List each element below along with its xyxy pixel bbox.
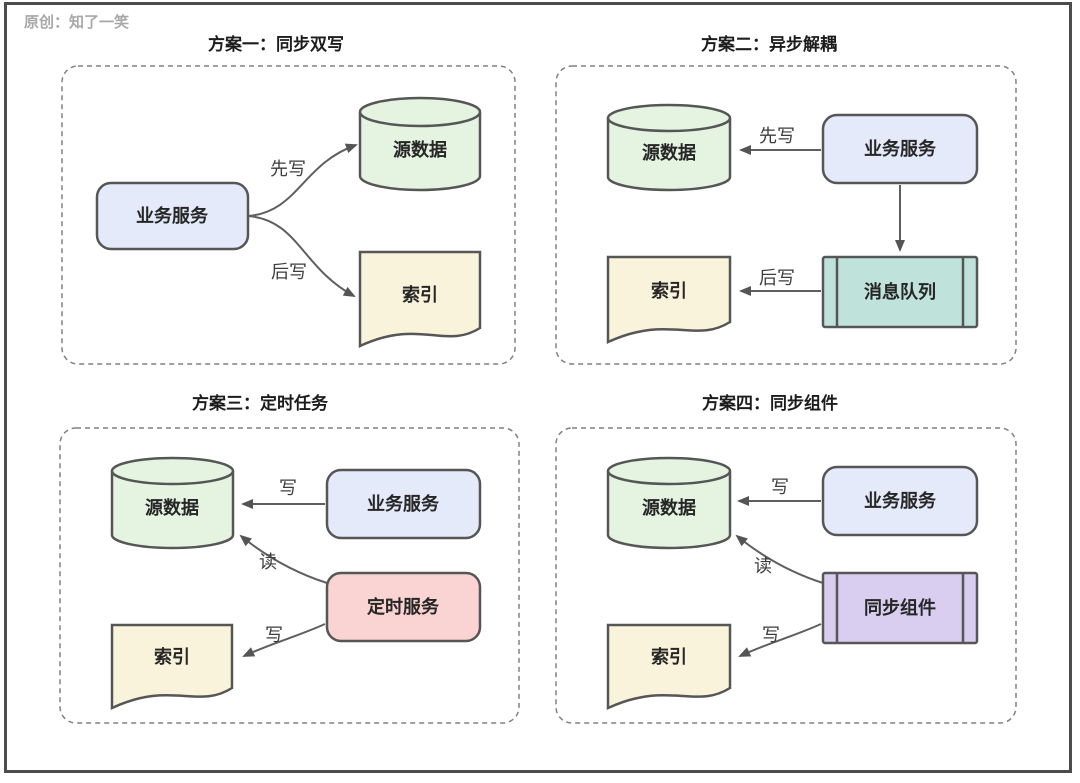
- edge-label-second-write: 后写: [759, 268, 795, 288]
- service-label: 业务服务: [864, 490, 937, 511]
- cylinder-body: [606, 471, 732, 550]
- service-label: 业务服务: [136, 205, 209, 226]
- panel-plan1: 方案一：同步双写 先写 后写 业务服务 源数据 索引: [61, 34, 516, 365]
- panel4-title: 方案四：同步组件: [702, 393, 838, 413]
- cylinder-top: [606, 456, 732, 486]
- cylinder-top: [606, 103, 732, 133]
- sync-label: 同步组件: [864, 597, 936, 618]
- cylinder-body: [606, 118, 732, 192]
- panel3-dashed-border: [59, 427, 520, 724]
- edge-label-first-write: 先写: [759, 126, 795, 146]
- panel-plan2: 方案二：异步解耦 先写 后写 源数据 业务服务 消息队列 索引: [555, 34, 1017, 365]
- panel2-dashed-border: [555, 65, 1017, 365]
- service-node: 业务服务: [325, 468, 482, 540]
- service-label: 业务服务: [864, 138, 937, 159]
- watermark-text: 原创：知了一笑: [24, 13, 129, 31]
- service-label: 业务服务: [367, 493, 440, 514]
- queue-box: [821, 255, 979, 329]
- document-shape: [606, 623, 732, 710]
- index-label: 索引: [402, 284, 438, 305]
- cylinder-top: [110, 456, 235, 486]
- panel3-title: 方案三：定时任务: [192, 393, 329, 413]
- panel-plan3: 方案三：定时任务 写 读 写 源数据 业务服务 定时服务 索引: [59, 393, 520, 724]
- panel1-dashed-border: [61, 65, 516, 365]
- edge-label-read: 读: [259, 552, 277, 572]
- document-shape: [606, 255, 732, 344]
- index-label: 索引: [651, 646, 687, 667]
- cylinder-body: [110, 471, 235, 550]
- service-box: [821, 465, 979, 537]
- service-box: [821, 113, 979, 185]
- sync-box: [821, 571, 979, 645]
- sync-component-node: 同步组件: [821, 571, 979, 645]
- edge-label-write: 写: [279, 478, 297, 498]
- arrow-sync-read-source: [735, 534, 824, 584]
- panel4-dashed-border: [555, 427, 1017, 724]
- edge-label-write-index: 写: [265, 625, 283, 645]
- source-label: 源数据: [642, 497, 696, 518]
- timer-service-node: 定时服务: [325, 571, 482, 643]
- index-document-node: 索引: [358, 250, 482, 348]
- timer-label: 定时服务: [367, 596, 440, 617]
- index-document-node: 索引: [606, 255, 732, 344]
- source-database-node: 源数据: [606, 103, 732, 192]
- source-label: 源数据: [642, 142, 696, 163]
- document-shape: [110, 623, 234, 710]
- edge-label-first-write: 先写: [270, 159, 306, 179]
- edge-label-second-write: 后写: [271, 262, 307, 282]
- service-node: 业务服务: [821, 113, 979, 185]
- cylinder-body: [358, 112, 482, 192]
- arrow-timer-read-source: [239, 534, 328, 584]
- arrow-service-to-index: [247, 215, 356, 297]
- service-box: [325, 468, 482, 540]
- source-database-node: 源数据: [606, 456, 732, 550]
- index-document-node: 索引: [110, 623, 234, 710]
- service-node: 业务服务: [95, 181, 250, 251]
- message-queue-node: 消息队列: [821, 255, 979, 329]
- source-database-node: 源数据: [358, 96, 482, 192]
- source-label: 源数据: [393, 139, 447, 160]
- panel1-title: 方案一：同步双写: [208, 34, 344, 54]
- edge-label-write-index: 写: [762, 625, 780, 645]
- edge-label-read: 读: [754, 556, 772, 576]
- index-label: 索引: [154, 646, 190, 667]
- arrow-timer-write-index: [242, 623, 326, 657]
- panel-plan4: 方案四：同步组件 写 读 写 源数据 业务服务 同步组件 索引: [555, 393, 1017, 724]
- arrow-service-to-source: [247, 143, 358, 217]
- service-box: [95, 181, 250, 251]
- edge-label-write: 写: [771, 477, 789, 497]
- index-document-node: 索引: [606, 623, 732, 710]
- panel2-title: 方案二：异步解耦: [701, 34, 837, 54]
- service-node: 业务服务: [821, 465, 979, 537]
- source-database-node: 源数据: [110, 456, 235, 550]
- page-border: [4, 2, 1072, 773]
- arrow-sync-write-index: [738, 623, 822, 657]
- index-label: 索引: [651, 280, 687, 301]
- cylinder-top: [358, 96, 482, 128]
- document-shape: [358, 250, 482, 348]
- queue-label: 消息队列: [864, 281, 936, 302]
- timer-box: [325, 571, 482, 643]
- source-label: 源数据: [145, 497, 199, 518]
